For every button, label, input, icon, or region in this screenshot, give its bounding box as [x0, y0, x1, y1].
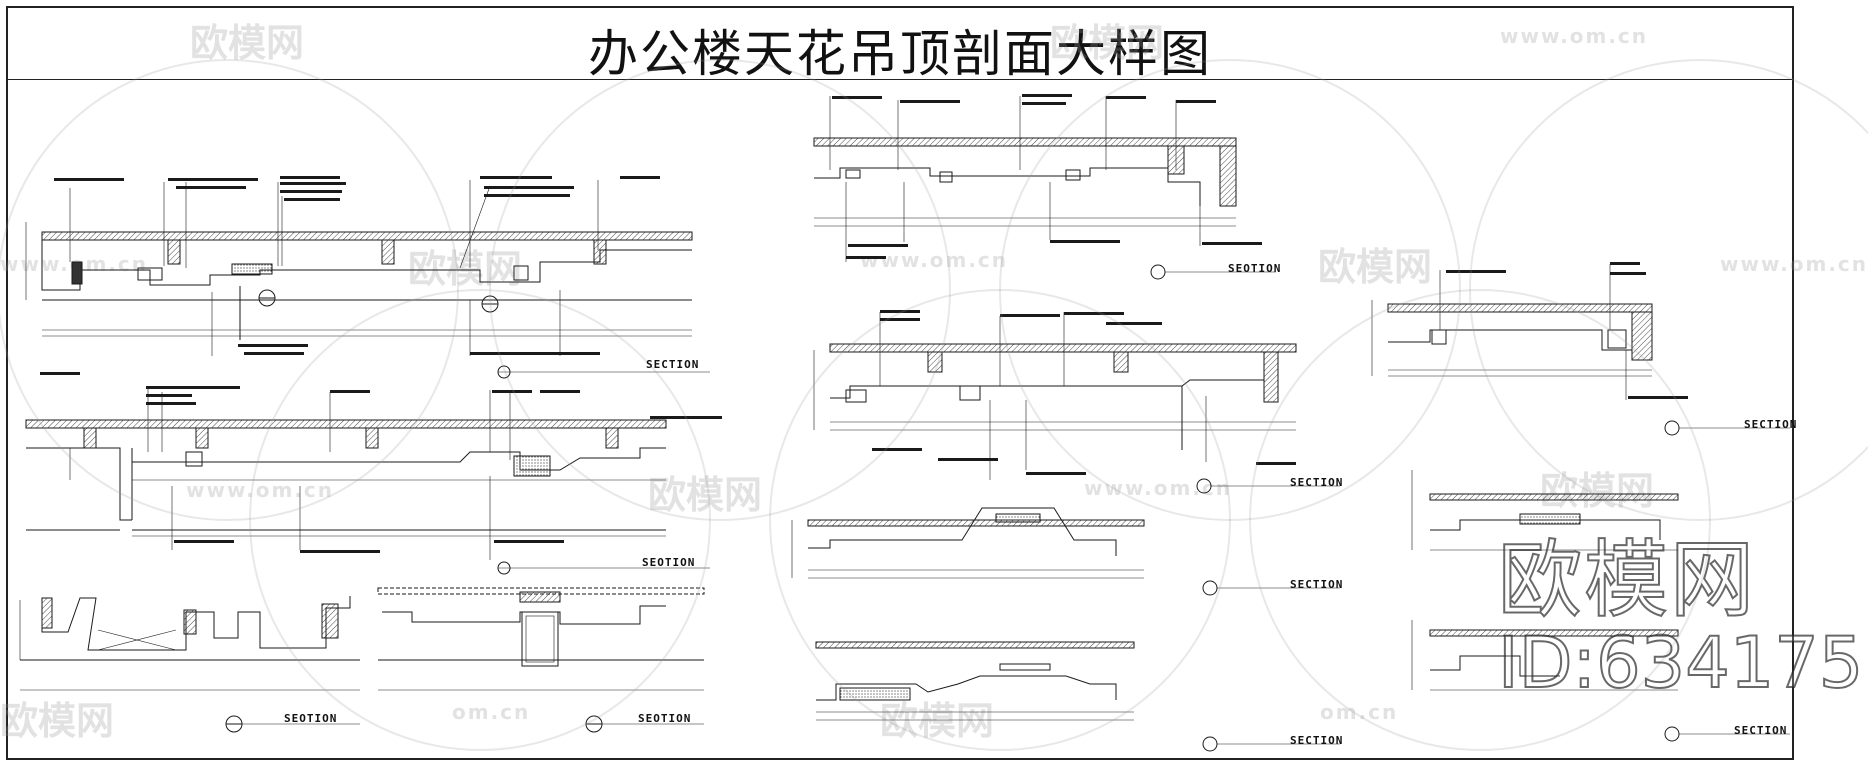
- watermark-brand: 欧模网: [880, 699, 995, 743]
- watermark-brand: 欧模网: [1318, 245, 1433, 289]
- watermark-url: www.om.cn: [1500, 24, 1649, 48]
- section-label: SEOTION: [284, 712, 338, 725]
- section-label: SECTION: [1290, 578, 1344, 591]
- section-11: [1411, 620, 1790, 742]
- watermark-brand: 欧模网: [1540, 469, 1655, 513]
- watermark-url: om.cn: [452, 700, 531, 724]
- section-2: [25, 372, 722, 575]
- watermark-brand: 欧模网: [1050, 21, 1165, 65]
- section-3: [19, 596, 360, 733]
- section-4: [377, 587, 705, 733]
- brand-id: ID:634175: [1497, 622, 1864, 704]
- drawing-sheet: 办公楼天花吊顶剖面大样图 欧模网 欧模网 www.om.cn 欧模网 www.o…: [0, 6, 1868, 760]
- section-label: SEOTION: [642, 556, 696, 569]
- watermark-url: www.om.cn: [1084, 476, 1233, 500]
- brand-logo: 欧模网: [1497, 531, 1757, 629]
- section-8: [815, 641, 1340, 752]
- section-6: [813, 310, 1340, 494]
- section-10: [1411, 470, 1679, 551]
- section-label: SECTION: [1290, 734, 1344, 747]
- section-label: SECTION: [1744, 418, 1798, 431]
- section-label: SECTION: [646, 358, 700, 371]
- section-label: SEOTION: [638, 712, 692, 725]
- watermark-url: www.om.cn: [1720, 252, 1868, 276]
- watermark-url: www.om.cn: [186, 478, 335, 502]
- section-9: [1371, 262, 1790, 436]
- section-drawings: [0, 59, 1868, 752]
- watermark-url: www.om.cn: [860, 248, 1009, 272]
- drawing-frame: [6, 80, 1794, 760]
- section-label: SECTION: [1290, 476, 1344, 489]
- drawing-title: 办公楼天花吊顶剖面大样图: [588, 25, 1212, 83]
- section-label: SECTION: [1734, 724, 1788, 737]
- watermark-brand: 欧模网: [190, 21, 305, 65]
- section-label: SEOTION: [1228, 262, 1282, 275]
- watermark-brand: 欧模网: [0, 699, 115, 743]
- section-7: [791, 507, 1340, 596]
- section-5: [813, 94, 1276, 280]
- title-bar: [6, 6, 1794, 80]
- watermark-url: om.cn: [1320, 700, 1399, 724]
- section-1: [25, 176, 710, 379]
- watermark-brand: 欧模网: [648, 473, 763, 517]
